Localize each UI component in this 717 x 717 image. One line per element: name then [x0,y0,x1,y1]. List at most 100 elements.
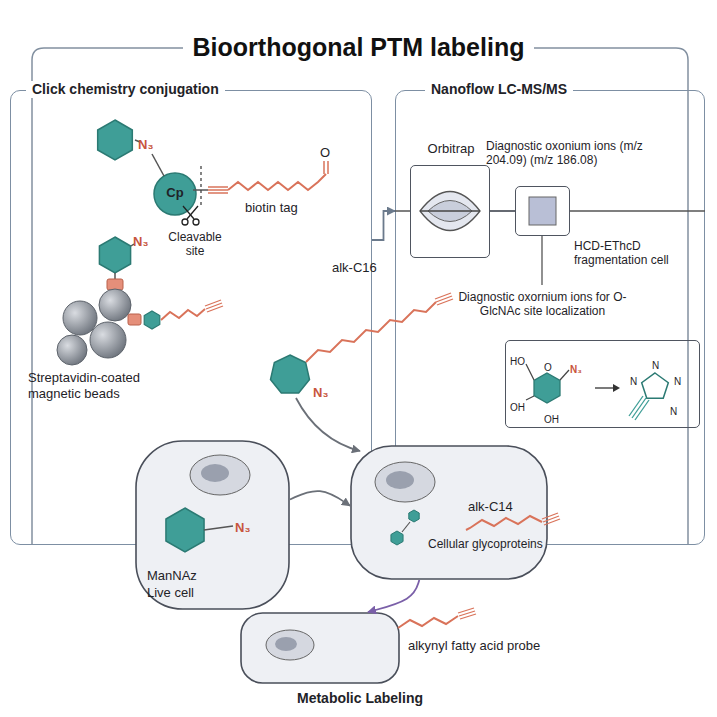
reaction-scheme [629,396,643,416]
alk-c16-probe [271,355,310,393]
reaction-scheme [635,400,649,420]
alk-c16-probe [436,296,452,302]
bead-complex [63,301,97,335]
bead-complex [90,322,126,358]
reaction-scheme [560,370,569,380]
azide-hexagon [98,120,133,160]
azide-label: N₃ [313,385,328,401]
label-slot: N₃ [313,383,328,401]
text-slot: Nanoflow LC-MS/MS [425,80,573,98]
reaction-scheme [595,387,613,388]
reaction-scheme [642,373,669,398]
node-text: Cp [153,185,197,201]
cell-interior [391,531,403,545]
text-slot: Live cell [147,583,194,601]
bead-complex [207,306,223,312]
orbitrap-electrode [420,210,480,211]
cell-interior [375,462,435,502]
node-text: O [544,362,552,374]
bead-complex [114,273,116,279]
label-slot: Streptavidin-coated magnetic beads [28,370,178,401]
orbitrap-electrode [420,192,480,231]
section-label: Metabolic Labeling [285,690,435,707]
panel-heading: Click chemistry conjugation [26,81,225,98]
bead-complex [99,237,130,273]
collision-cell [529,197,556,225]
cell-interior [190,455,250,495]
cell-interior [460,614,476,619]
scissors-icon [182,219,188,225]
bead-label: Streptavidin-coated magnetic beads [28,370,178,401]
text-slot: ManNAz [147,566,197,584]
node-text: Live cell [147,585,194,601]
cleavable-linker [323,161,325,174]
circle-outline [154,173,196,215]
text-slot: OH [510,397,525,415]
text-slot: OH [544,409,559,427]
node-text: N₃ [235,520,250,536]
cell-interior [409,510,419,522]
text-slot: N [630,371,637,389]
node-text: N [674,376,681,388]
alk-c16-probe [435,293,451,299]
cleavable-linker [208,189,228,191]
bead-complex [161,309,205,320]
cell-membrane [241,613,399,683]
text-slot: N [652,355,659,373]
alk-c16-probe [306,302,436,362]
bead-complex [205,300,221,306]
cleavable-linker [193,161,328,206]
orbitrap-box: Orbitrap [410,165,490,258]
atom-label: O [320,145,330,161]
text-slot: HCD-EThcD fragmentation cell [574,239,699,268]
label-slot: biotin tag [245,198,298,216]
bead-complex [107,279,123,290]
connector [368,580,419,612]
text-slot: Diagnostic oxonium ions (m/z 204.09) (m/… [486,139,651,168]
bead-complex [206,303,222,309]
site-label: Cleavable site [160,230,230,259]
cell-interior [386,471,414,489]
reaction-scheme [526,364,534,380]
text-slot: Click chemistry conjugation [26,80,225,98]
azide-label: N₃ [138,137,153,153]
label-slot: N₃ [138,135,153,153]
ms-lines [395,210,410,212]
bead-complex [144,311,160,329]
connector [290,491,350,506]
reagent-circle: Cp [153,172,197,216]
cell-membrane [136,441,289,609]
text-slot: O [544,357,552,375]
ms-lines [541,236,542,285]
node-text: OH [510,402,525,414]
reaction-inset: HOON₃OHOHNNNN [505,340,700,428]
connector [372,211,395,240]
node-text: HO [510,356,525,368]
cell-outline [135,440,290,610]
cleavable-linker [228,174,326,190]
cleavable-linker [200,166,201,206]
fragmentation-cell: Diagnostic oxonium ions (m/z 204.09) (m/… [515,186,570,236]
text-slot: alkynyl fatty acid probe [408,638,568,654]
bead-complex [99,289,131,321]
text-slot: N₃ [570,359,582,377]
reaction-scheme [534,373,560,403]
ion-note: Diagnostic oxornium ions for O-GlcNAc si… [450,290,635,319]
label-slot: Diagnostic oxornium ions for O-GlcNAc si… [450,290,635,319]
text-slot: N [674,371,681,389]
text-slot: N [670,401,677,419]
panel-frame [10,90,372,545]
node-text: Diagnostic oxonium ions (m/z 204.09) (m/… [486,139,651,168]
panel-heading: Nanoflow LC-MS/MS [425,81,573,98]
node-text: ManNAz [147,568,197,584]
node-text: N [670,406,677,418]
cell-membrane [351,446,547,579]
cell-outline [240,612,400,684]
node-text: alk-C14 [468,499,513,515]
reaction-scheme [526,396,534,400]
node-text: HCD-EThcD fragmentation cell [574,239,699,268]
cell-interior [201,464,229,482]
orbitrap-electrode [420,192,480,231]
